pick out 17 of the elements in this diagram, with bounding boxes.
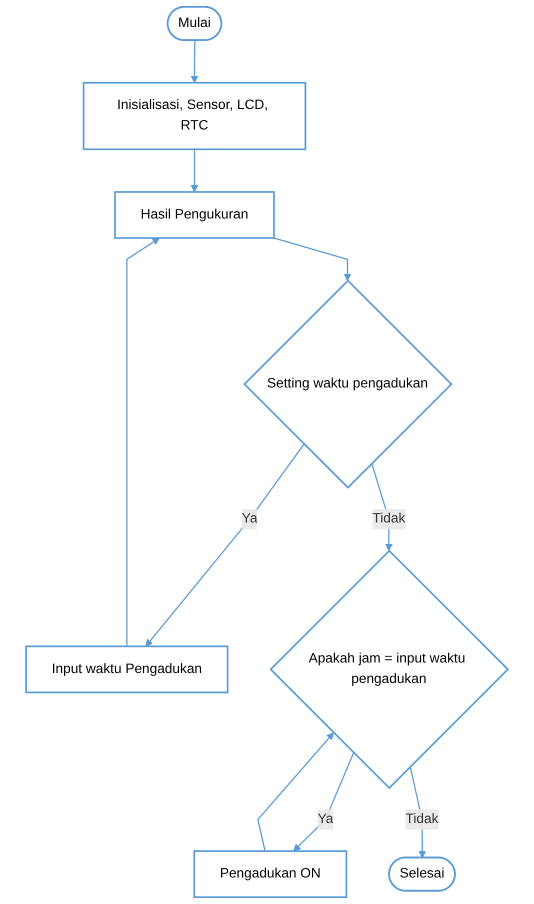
arrow: [190, 149, 198, 192]
edge-label: Ya: [318, 812, 334, 826]
arrow: [126, 238, 160, 646]
arrow: [274, 237, 352, 282]
node-diamond: Apakah jam = input waktu pengadukan: [269, 550, 510, 790]
edge-label: Tidak: [406, 812, 438, 826]
node-box: Input waktu Pengadukan: [25, 646, 228, 694]
node-box: Pengadukan ON: [193, 850, 348, 898]
node-box: Hasil Pengukuran: [114, 191, 275, 239]
node-diamond: Setting waktu pengadukan: [243, 279, 453, 489]
edge-label: Tidak: [372, 512, 406, 526]
arrow: [293, 752, 354, 852]
node-box: Inisialisasi, Sensor, LCD, RTC: [82, 82, 306, 150]
arrow: [190, 40, 198, 84]
edge-label: Ya: [242, 512, 258, 526]
arrow: [257, 732, 334, 852]
arrow: [145, 444, 305, 647]
